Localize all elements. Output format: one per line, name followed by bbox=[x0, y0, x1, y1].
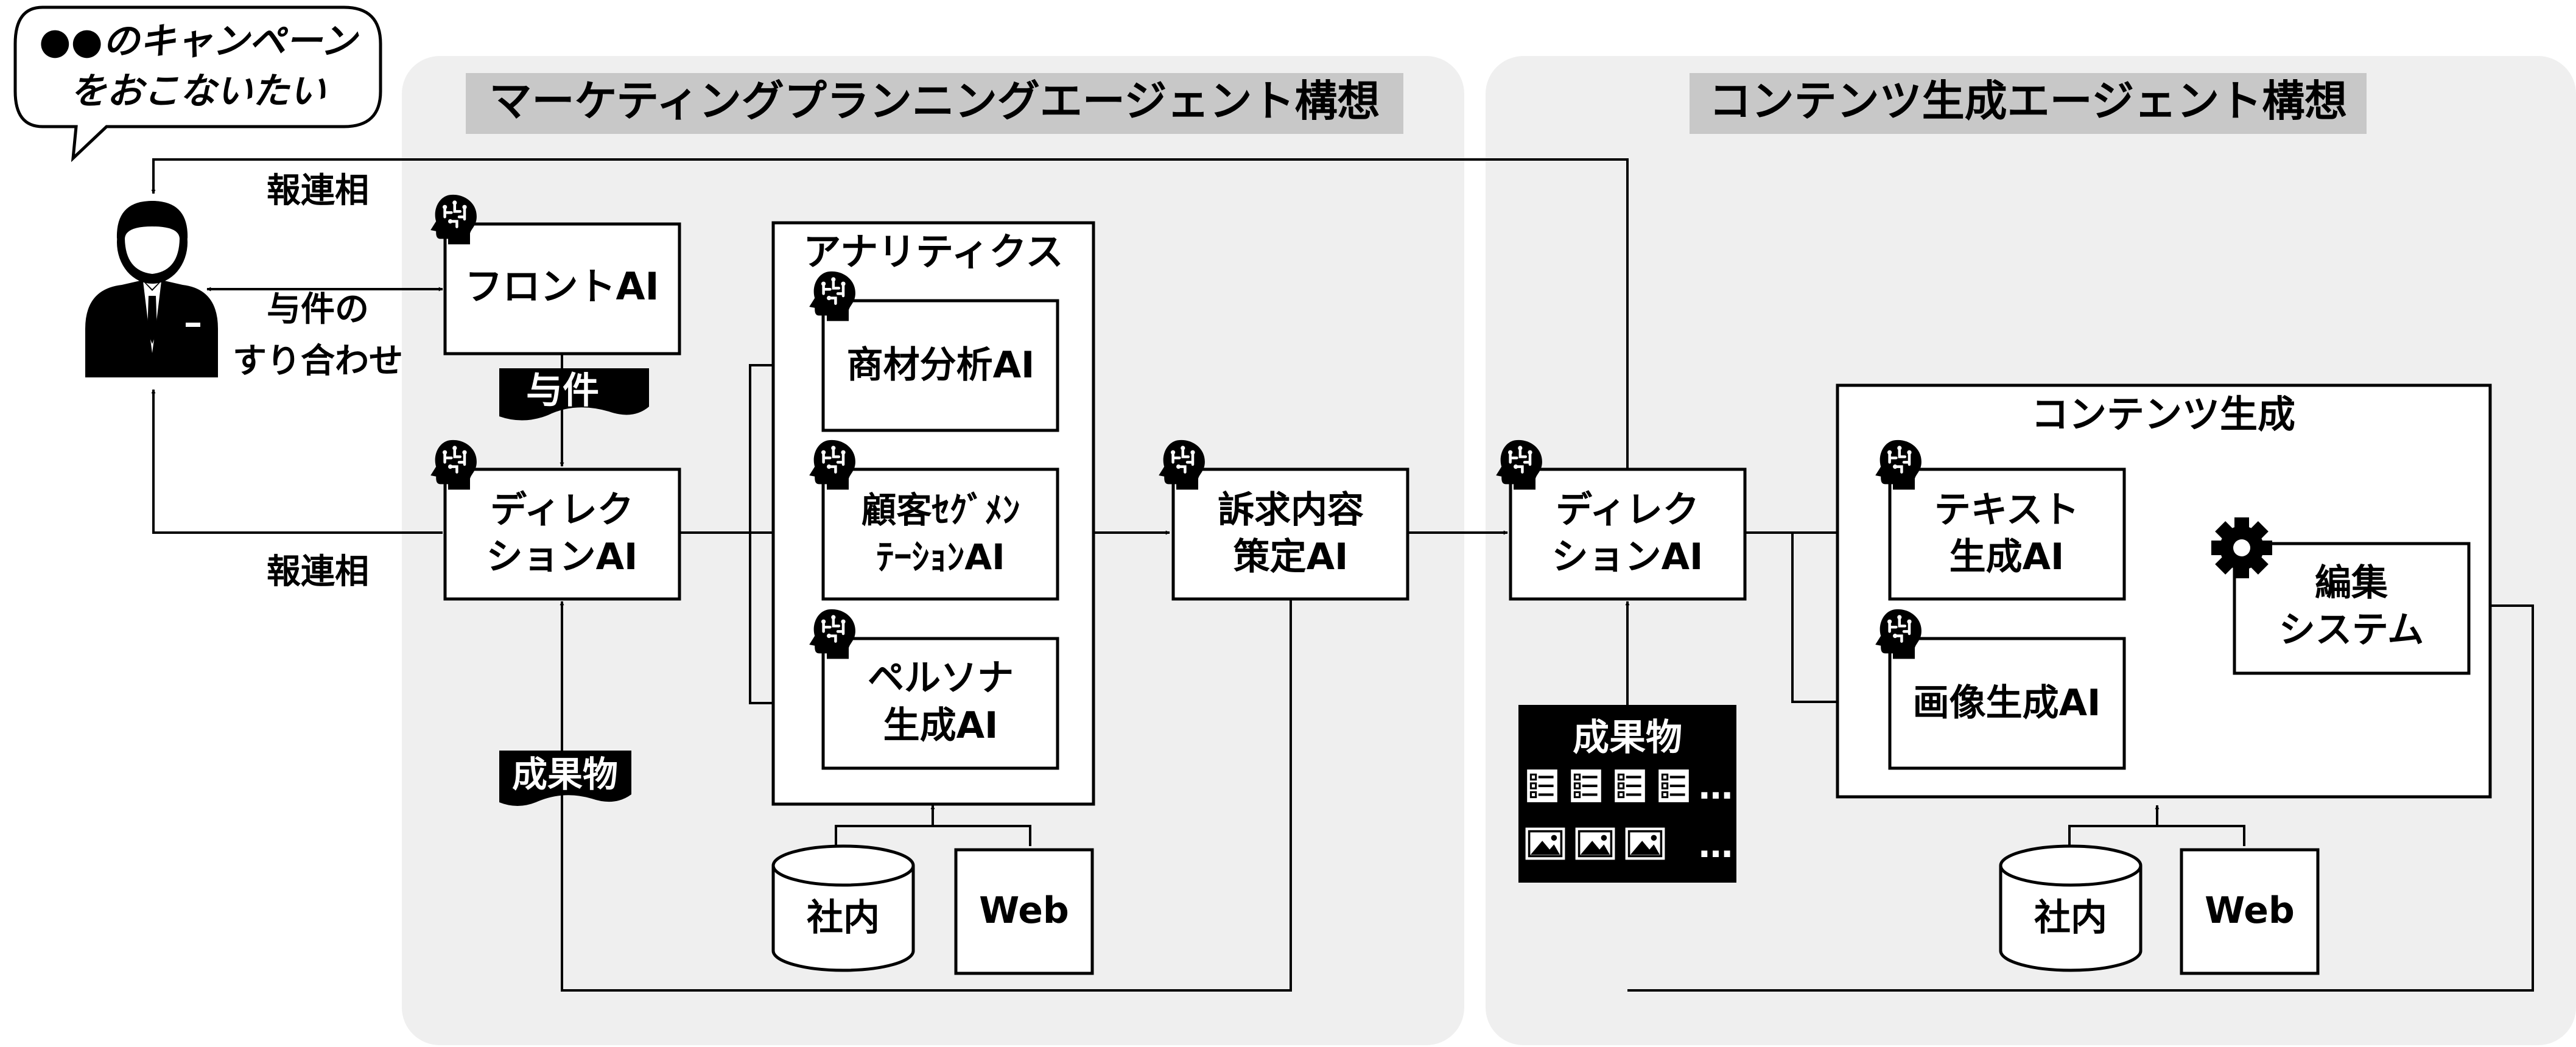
text-gen-ai-line2: 生成AI bbox=[1950, 536, 2065, 578]
requirement-tag: 与件 bbox=[499, 368, 649, 421]
front-ai-label: フロントAI bbox=[465, 264, 659, 309]
customer-segmentation-ai-line2: ﾃｰｼｮﾝAI bbox=[876, 536, 1005, 578]
deliverables-ellipsis: … bbox=[1699, 768, 1733, 807]
customer-segmentation-ai-line1: 顧客ｾｸﾞﾒﾝ bbox=[861, 489, 1020, 531]
editing-system-line1: 編集 bbox=[2315, 562, 2388, 604]
speech-bubble-line1: ●●のキャンペーン bbox=[39, 20, 359, 63]
speech-bubble-line2: をおこないたい bbox=[70, 70, 326, 113]
internal-db-right: 社内 bbox=[1999, 844, 2143, 972]
deliverable-tag-label: 成果物 bbox=[512, 754, 618, 795]
internal-db-left: 社内 bbox=[771, 844, 915, 972]
direction-ai-1-line1: ディレク bbox=[490, 489, 634, 531]
deliverables-ellipsis: … bbox=[1699, 826, 1733, 866]
direction-ai-1-line2: ションAI bbox=[486, 536, 638, 578]
direction-ai-2-line1: ディレク bbox=[1556, 489, 1699, 531]
image-icon bbox=[1574, 826, 1616, 861]
front-ai-node: フロントAI bbox=[443, 222, 681, 355]
deliverables-box-title: 成果物 bbox=[1573, 716, 1682, 759]
web-source-left: Web bbox=[954, 848, 1094, 975]
content-panel-title: コンテンツ生成エージェント構想 bbox=[1709, 76, 2348, 126]
image-gen-ai-label: 画像生成AI bbox=[1913, 682, 2101, 724]
marketing-panel-title: マーケティングプランニングエージェント構想 bbox=[490, 76, 1380, 126]
marketing-title-highlight bbox=[466, 73, 1403, 134]
speech-bubble: ●●のキャンペーン をおこないたい bbox=[13, 5, 382, 163]
requirement-tag-label: 与件 bbox=[526, 369, 599, 412]
internal-db-right-label: 社内 bbox=[2034, 897, 2107, 939]
document-icon bbox=[1526, 768, 1559, 804]
editing-system-node: 編集 システム bbox=[2233, 542, 2471, 675]
gear-icon bbox=[2211, 517, 2272, 578]
image-icon bbox=[1524, 826, 1567, 861]
persona-ai-node: ペルソナ 生成AI bbox=[821, 637, 1059, 770]
connectors bbox=[151, 158, 2534, 992]
image-icon bbox=[1624, 826, 1666, 861]
appeal-ai-line1: 訴求内容 bbox=[1218, 489, 1364, 531]
content-title-highlight bbox=[1690, 73, 2367, 134]
appeal-ai-line2: 策定AI bbox=[1234, 536, 1349, 578]
alignment-label-line2: すり合わせ bbox=[233, 341, 403, 381]
user-icon bbox=[85, 201, 218, 377]
appeal-ai-node: 訴求内容 策定AI bbox=[1171, 467, 1409, 601]
report-top-label: 報連相 bbox=[267, 171, 369, 211]
deliverables-box: 成果物 … … bbox=[1518, 705, 1736, 883]
product-analysis-ai-label: 商材分析AI bbox=[847, 344, 1035, 387]
image-gen-ai-node: 画像生成AI bbox=[1888, 637, 2126, 770]
text-gen-ai-node: テキスト 生成AI bbox=[1888, 467, 2126, 601]
product-analysis-ai-node: 商材分析AI bbox=[821, 299, 1059, 432]
web-source-right-label: Web bbox=[2205, 889, 2295, 932]
web-source-right: Web bbox=[2180, 848, 2320, 975]
content-generation-title: コンテンツ生成 bbox=[2031, 392, 2295, 436]
web-source-left-label: Web bbox=[979, 889, 1069, 932]
direction-ai-2-line2: ションAI bbox=[1552, 536, 1704, 578]
document-icon bbox=[1657, 768, 1690, 804]
text-gen-ai-line1: テキスト bbox=[1934, 489, 2079, 531]
analytics-title: アナリティクス bbox=[803, 229, 1063, 274]
direction-ai-node-1: ディレク ションAI bbox=[443, 467, 681, 601]
editing-system-line2: システム bbox=[2279, 609, 2424, 651]
deliverable-tag: 成果物 bbox=[499, 751, 631, 806]
persona-ai-line1: ペルソナ bbox=[868, 657, 1014, 699]
alignment-label-line1: 与件の bbox=[267, 290, 369, 329]
internal-db-left-label: 社内 bbox=[807, 897, 880, 939]
document-icon bbox=[1613, 768, 1646, 804]
persona-ai-line2: 生成AI bbox=[883, 704, 998, 747]
direction-ai-node-2: ディレク ションAI bbox=[1509, 467, 1747, 601]
report-left-label: 報連相 bbox=[267, 552, 369, 592]
customer-segmentation-ai-node: 顧客ｾｸﾞﾒﾝ ﾃｰｼｮﾝAI bbox=[821, 467, 1059, 601]
document-icon bbox=[1570, 768, 1602, 804]
